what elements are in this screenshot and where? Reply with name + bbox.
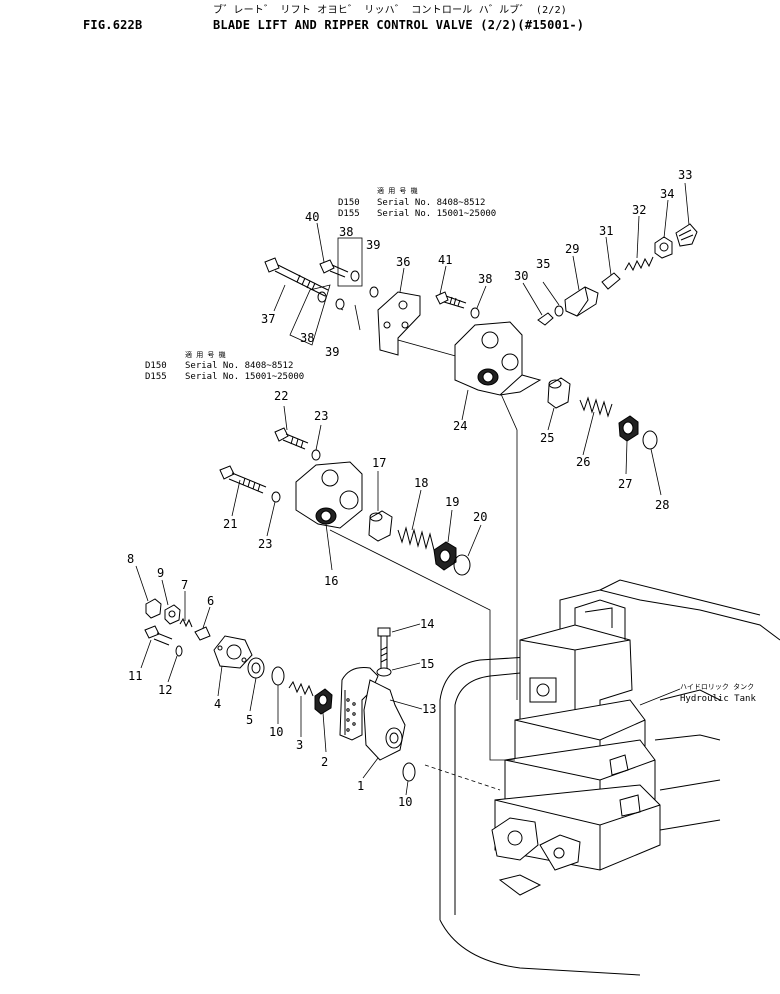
- note-lower-serial-2: Serial No. 15001~25000: [185, 372, 304, 382]
- note-upper-serial-2: Serial No. 15001~25000: [377, 209, 496, 219]
- callout-30: 30: [514, 269, 528, 283]
- callout-13: 13: [422, 702, 436, 716]
- callout-33: 33: [678, 168, 692, 182]
- callout-38-lower: 38: [300, 331, 314, 345]
- note-upper-model-2: D155: [338, 209, 360, 219]
- title-japanese: ブ゛レート゛ リフト オヨヒ゛ リッハ゛ コントロール ハ゛ルブ゛ (2/2): [213, 5, 568, 16]
- callout-19: 19: [445, 495, 459, 509]
- note-lower-model-1: D150: [145, 361, 167, 371]
- note-lower-serial-1: Serial No. 8408~8512: [185, 361, 293, 371]
- note-upper-serial-1: Serial No. 8408~8512: [377, 198, 485, 208]
- callout-34: 34: [660, 187, 674, 201]
- callout-21: 21: [223, 517, 237, 531]
- callout-29: 29: [565, 242, 579, 256]
- callout-25: 25: [540, 431, 554, 445]
- callout-7: 7: [181, 578, 188, 592]
- callout-35: 35: [536, 257, 550, 271]
- figure-number: FIG.622B: [83, 18, 143, 32]
- callout-41: 41: [438, 253, 452, 267]
- callout-27: 27: [618, 477, 632, 491]
- callout-32: 32: [632, 203, 646, 217]
- callout-22: 22: [274, 389, 288, 403]
- note-lower-model-2: D155: [145, 372, 167, 382]
- callout-12: 12: [158, 683, 172, 697]
- callout-10-upper: 10: [269, 725, 283, 739]
- callout-numbers: 33 34 32 31 29 35 30 41 38 36 40 38 39 3…: [127, 168, 692, 809]
- callout-2: 2: [321, 755, 328, 769]
- callout-39-boxed: 39: [366, 238, 380, 252]
- callout-11: 11: [128, 669, 142, 683]
- callout-17: 17: [372, 456, 386, 470]
- middle-valve-assembly: [219, 427, 471, 576]
- callout-28: 28: [655, 498, 669, 512]
- tank-label-jp: ハイドロリック タンク: [680, 682, 754, 691]
- callout-39-lower: 39: [325, 345, 339, 359]
- callout-36: 36: [396, 255, 410, 269]
- callout-16: 16: [324, 574, 338, 588]
- lower-valve-assembly: [144, 598, 416, 782]
- serial-note-lower: 適 用 号 機 D150 Serial No. 8408~8512 D155 S…: [145, 350, 304, 382]
- note-lower-jp: 適 用 号 機: [185, 350, 226, 359]
- note-upper-model-1: D150: [338, 198, 360, 208]
- callout-24: 24: [453, 419, 467, 433]
- callout-31: 31: [599, 224, 613, 238]
- callout-9: 9: [157, 566, 164, 580]
- callout-6: 6: [207, 594, 214, 608]
- callout-20: 20: [473, 510, 487, 524]
- callout-10-lower: 10: [398, 795, 412, 809]
- note-upper-jp: 適 用 号 機: [377, 186, 418, 195]
- callout-23-upper: 23: [314, 409, 328, 423]
- hydraulic-tank-assembly: [439, 579, 780, 976]
- callout-1: 1: [357, 779, 364, 793]
- tank-label-en: Hydroulic Tank: [680, 694, 756, 704]
- callout-5: 5: [246, 713, 253, 727]
- callout-37: 37: [261, 312, 275, 326]
- callout-8: 8: [127, 552, 134, 566]
- title-english: BLADE LIFT AND RIPPER CONTROL VALVE (2/2…: [213, 18, 585, 32]
- callout-23-lower: 23: [258, 537, 272, 551]
- upper-valve-assembly: [264, 223, 698, 450]
- callout-38-upper: 38: [478, 272, 492, 286]
- callout-leaders: [135, 182, 690, 796]
- callout-26: 26: [576, 455, 590, 469]
- callout-38-boxed: 38: [339, 225, 353, 239]
- callout-4: 4: [214, 697, 221, 711]
- callout-40: 40: [305, 210, 319, 224]
- callout-3: 3: [296, 738, 303, 752]
- serial-note-upper: 適 用 号 機 D150 Serial No. 8408~8512 D155 S…: [338, 186, 496, 219]
- callout-18: 18: [414, 476, 428, 490]
- callout-15: 15: [420, 657, 434, 671]
- callout-14: 14: [420, 617, 434, 631]
